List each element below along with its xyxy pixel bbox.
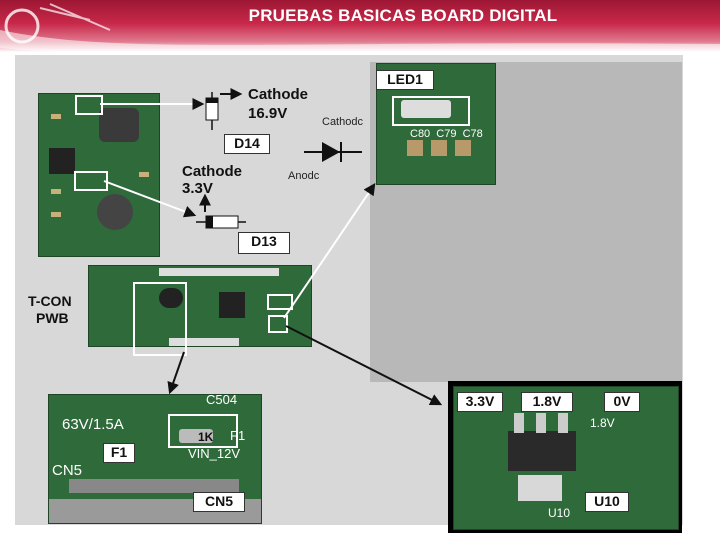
tcon-u10-box: [267, 294, 293, 310]
fuse-rating-label: 63V/1.5A: [62, 416, 124, 433]
tcon-fuse-box: [133, 282, 187, 356]
pwb-label: PWB: [36, 310, 69, 326]
d13-diode-symbol: [196, 215, 246, 229]
fuse-mark-label: 1K: [198, 430, 214, 444]
led-caps-label: C80 C79 C78: [410, 128, 483, 140]
d13-pointer-arrow: [103, 180, 197, 218]
pcb-tcon-board: [88, 265, 312, 347]
tcon-to-f1-arrow: [167, 351, 185, 395]
tcon-to-led1-arrow: [283, 183, 376, 319]
cn5-board-label: CN5: [52, 462, 83, 479]
diode-schematic-symbol: [304, 142, 362, 162]
label-3v3: 3.3V: [457, 392, 503, 412]
c504-label: C504: [206, 392, 238, 407]
tcon-led-box: [268, 315, 288, 333]
cathode-small-label: Cathodc: [322, 116, 363, 128]
d14-label: D14: [224, 134, 270, 154]
d13-cathode-label: Cathode: [182, 163, 242, 180]
d13-highlight-box: [74, 171, 108, 191]
d13-label: D13: [238, 232, 290, 254]
d14-voltage-label: 16.9V: [248, 105, 288, 122]
page-title: PRUEBAS BASICAS BOARD DIGITAL: [248, 6, 558, 25]
d14-diode-symbol: [205, 92, 219, 130]
u10-board-label: U10: [548, 506, 571, 520]
u10-label: U10: [585, 492, 629, 512]
led1-highlight-box: [392, 96, 470, 126]
led1-label: LED1: [376, 70, 434, 90]
label-1v8: 1.8V: [521, 392, 573, 412]
header-swoosh-decoration: [0, 3, 720, 55]
vin-label: VIN_12V: [188, 446, 241, 461]
d14-cathode-label: Cathode: [248, 86, 308, 103]
fuse-highlight-box: [168, 414, 238, 448]
tcon-to-u10-arrow: [285, 325, 443, 406]
reg-1v8-board-label: 1.8V: [590, 416, 615, 430]
d13-voltage-label: 3.3V: [182, 180, 213, 197]
tcon-label: T-CON: [28, 293, 72, 309]
cn5-label: CN5: [193, 492, 245, 512]
pcb-power-section: [38, 93, 160, 257]
f1-label: F1: [103, 443, 135, 463]
label-0v: 0V: [604, 392, 640, 412]
anode-label: Anodc: [288, 170, 320, 182]
